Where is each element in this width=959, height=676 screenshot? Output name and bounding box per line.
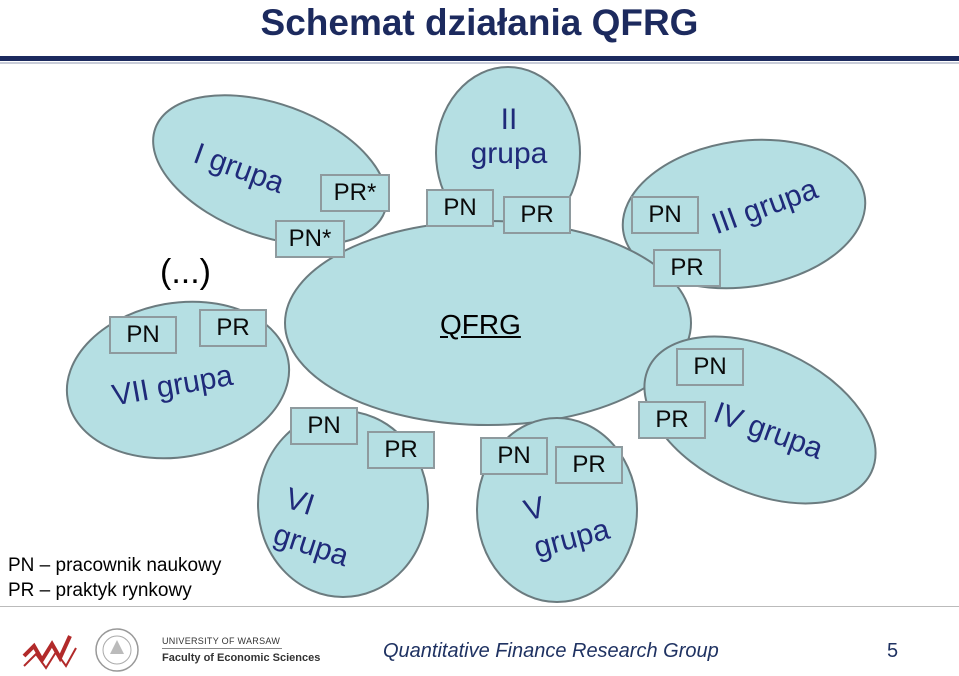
title-divider-shadow (0, 62, 959, 64)
group-2-label: II grupa (470, 103, 548, 170)
title-divider (0, 56, 959, 61)
logo-divider (162, 648, 282, 649)
legend: PN – pracownik naukowy PR – praktyk rynk… (8, 553, 221, 603)
footer-divider (0, 606, 959, 607)
group-7-pn-box: PN (109, 316, 177, 354)
group-5-pr-box: PR (555, 446, 623, 484)
group-6-pr-box: PR (367, 431, 435, 469)
faculty-name: Faculty of Economic Sciences (162, 652, 321, 664)
page-title: Schemat działania QFRG (260, 2, 699, 43)
university-name: UNIVERSITY OF WARSAW (162, 636, 281, 646)
group-2-pn-box: PN (426, 189, 494, 227)
legend-pr: PR – praktyk rynkowy (8, 580, 192, 601)
group-1-pn-box: PN* (275, 220, 345, 258)
group-6-pn-box: PN (290, 407, 358, 445)
wne-logo-icon (22, 635, 77, 670)
faculty-logo: UNIVERSITY OF WARSAW Faculty of Economic… (20, 626, 320, 674)
qfrg-center-label: QFRG (440, 309, 521, 340)
group-4-pn-box: PN (676, 348, 744, 386)
group-3-pn-box: PN (631, 196, 699, 234)
group-4-pr-box: PR (638, 401, 706, 439)
footer-group-name: Quantitative Finance Research Group (383, 640, 719, 662)
group-1-pr-box: PR* (320, 174, 390, 212)
more-groups-ellipsis: (...) (160, 253, 211, 291)
group-2-pr-box: PR (503, 196, 571, 234)
group-3-pr-box: PR (653, 249, 721, 287)
group-7-pr-box: PR (199, 309, 267, 347)
page-number: 5 (887, 640, 899, 662)
legend-pn: PN – pracownik naukowy (8, 555, 222, 576)
group-5-pn-box: PN (480, 437, 548, 475)
university-seal-icon (95, 628, 139, 672)
